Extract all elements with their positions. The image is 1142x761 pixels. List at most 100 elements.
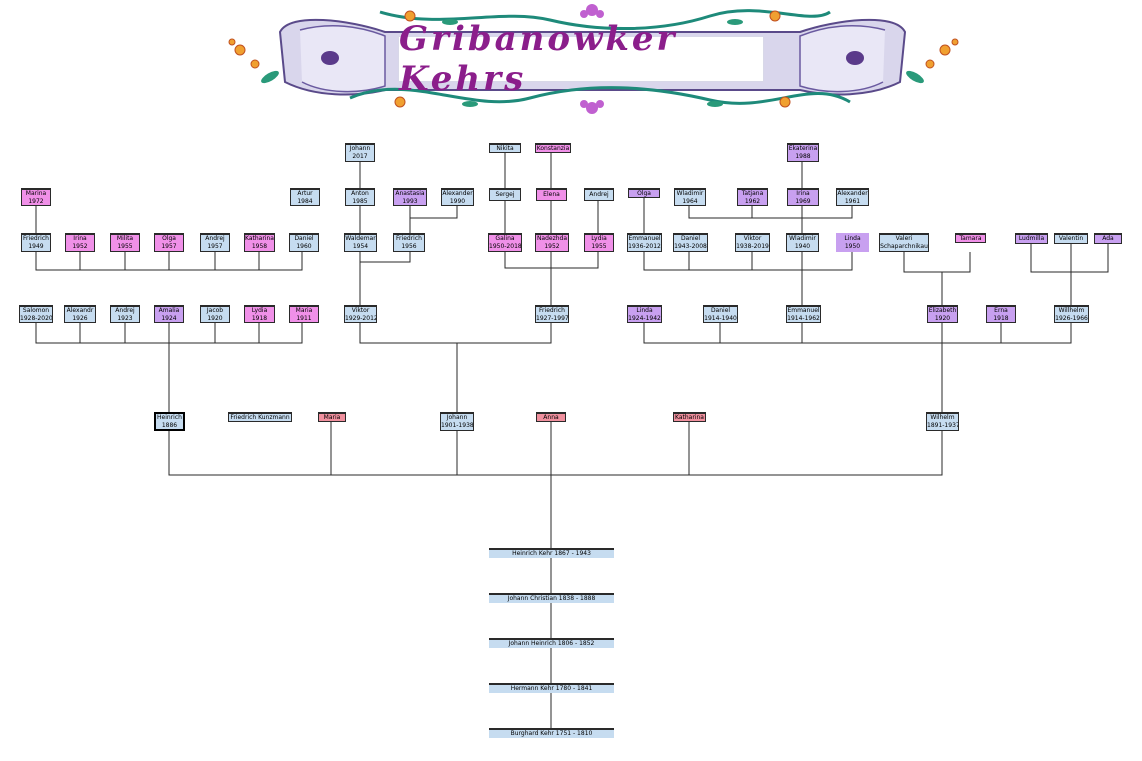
person-name: Daniel <box>294 235 314 242</box>
person-node[interactable]: Anna <box>536 412 566 422</box>
person-year: 1924-1942 <box>628 314 661 322</box>
person-name: Elena <box>543 191 560 198</box>
person-name: Olga <box>162 235 176 242</box>
person-node[interactable]: Katharina <box>673 412 706 422</box>
person-node[interactable]: Elena <box>536 188 567 201</box>
person-name: Wilhelm <box>930 414 955 421</box>
person-node[interactable]: Konstanzia <box>535 143 571 153</box>
person-name: Nikita <box>496 144 514 152</box>
person-node[interactable]: Ludmilla <box>1015 233 1048 244</box>
person-node[interactable]: Nikita <box>489 143 521 153</box>
person-node[interactable]: Tamara <box>955 233 986 243</box>
person-name: Andrej <box>115 306 135 314</box>
person-year: 1920 <box>207 314 223 322</box>
person-node[interactable]: Friedrich Kunzmann <box>228 412 292 422</box>
person-year: 1929-2012 <box>345 314 377 322</box>
person-year: 1985 <box>352 197 368 205</box>
person-name: Emmanuel <box>787 306 820 314</box>
person-node[interactable]: Valentin <box>1054 233 1088 244</box>
person-name: Viktor <box>351 306 370 314</box>
person-year: 1936-2012 <box>628 243 661 250</box>
person-node[interactable]: Maria <box>318 412 346 422</box>
person-node[interactable]: Andrej <box>584 188 614 201</box>
person-year: 1969 <box>795 197 811 205</box>
lineage-node[interactable]: Hermann Kehr 1780 - 1841 <box>489 683 614 693</box>
person-year: 1891-1937 <box>927 422 959 429</box>
person-year: 1943-2008 <box>674 243 707 250</box>
person-name: Valeri <box>895 235 913 242</box>
person-year: 1920 <box>934 314 951 322</box>
person-node[interactable]: Sergej <box>489 188 521 201</box>
lineage-label: Burghard Kehr 1751 - 1810 <box>510 730 593 737</box>
lineage-node[interactable]: Burghard Kehr 1751 - 1810 <box>489 728 614 738</box>
lineage-node[interactable]: Johann Heinrich 1806 - 1852 <box>489 638 614 648</box>
person-node[interactable]: Ada <box>1094 233 1122 244</box>
person-name: Friedrich Kunzmann <box>230 413 290 421</box>
person-name: Maria <box>323 413 341 421</box>
person-year: 1990 <box>449 197 466 205</box>
person-name: Waldemar <box>345 235 376 242</box>
person-name: Katharina <box>675 413 704 421</box>
person-name: Irina <box>796 189 810 197</box>
person-name: Andrej <box>589 191 609 198</box>
person-node[interactable]: Olga <box>628 188 660 198</box>
person-year: 1961 <box>844 197 861 205</box>
lineage-node[interactable]: Heinrich Kehr 1867 - 1943 <box>489 548 614 558</box>
lineage-label: Hermann Kehr 1780 - 1841 <box>510 685 593 692</box>
lineage-node[interactable]: Johann Christian 1838 - 1888 <box>489 593 614 603</box>
person-name: Katharina <box>245 235 274 242</box>
person-name: Artur <box>297 189 313 197</box>
person-name: Olga <box>637 189 651 197</box>
person-name: Wladimir <box>676 189 704 197</box>
person-year: 1955 <box>117 243 133 250</box>
person-name: Elizabeth <box>928 306 957 314</box>
